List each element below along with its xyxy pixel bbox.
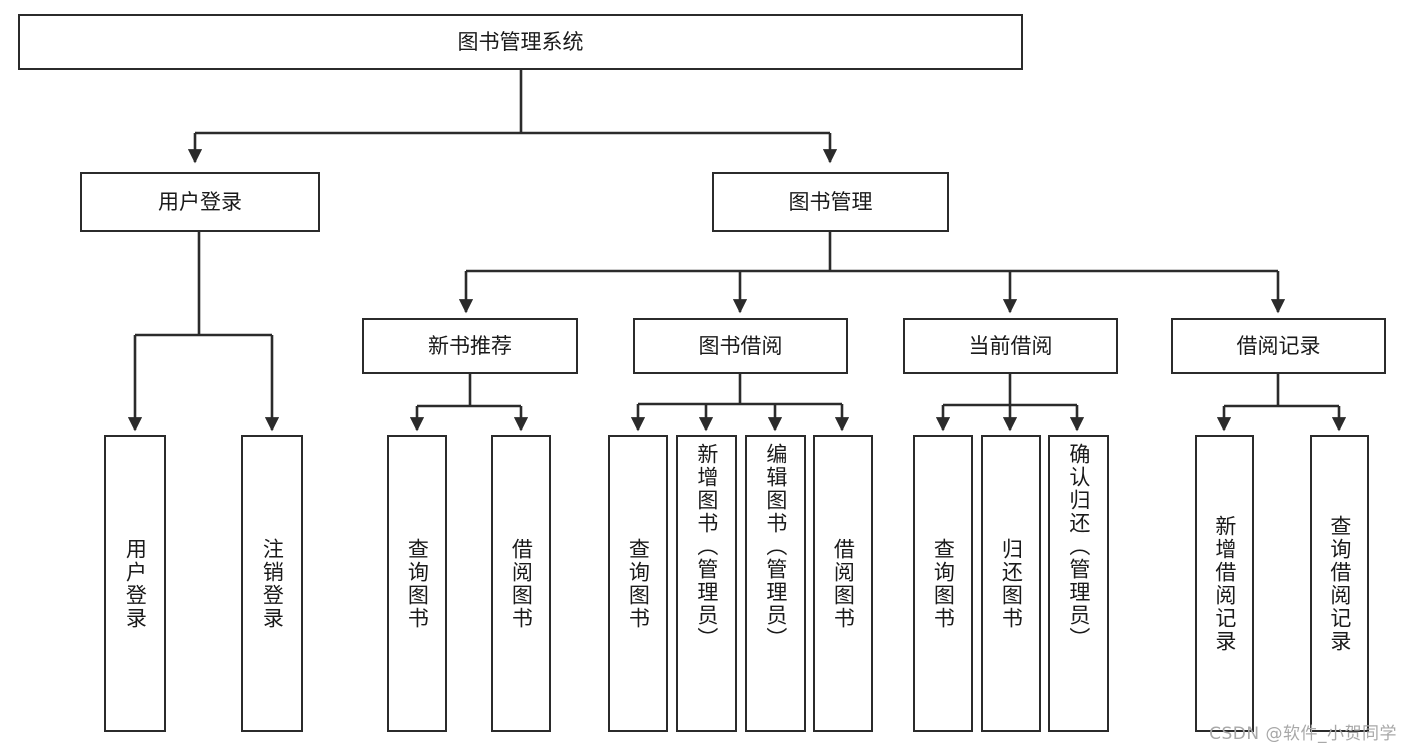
leaf-borrow-book-2-label: 借阅图书 bbox=[831, 537, 856, 630]
node-book-borrow[interactable]: 图书借阅 bbox=[633, 318, 848, 374]
node-borrow-record-label: 借阅记录 bbox=[1236, 333, 1321, 358]
leaf-query-book-3-label: 查询图书 bbox=[931, 537, 956, 630]
leaf-logout-login-label: 注销登录 bbox=[260, 537, 285, 630]
leaf-query-record[interactable]: 查询借阅记录 bbox=[1310, 435, 1369, 732]
leaf-user-login[interactable]: 用户登录 bbox=[104, 435, 166, 732]
leaf-edit-book[interactable]: 编辑图书（管理员） bbox=[745, 435, 806, 732]
leaf-confirm-return[interactable]: 确认归还（管理员） bbox=[1048, 435, 1109, 732]
leaf-query-book-1[interactable]: 查询图书 bbox=[387, 435, 447, 732]
node-book-manage-label: 图书管理 bbox=[788, 189, 873, 214]
node-new-book-recommend[interactable]: 新书推荐 bbox=[362, 318, 578, 374]
node-book-manage[interactable]: 图书管理 bbox=[712, 172, 949, 232]
leaf-query-book-2[interactable]: 查询图书 bbox=[608, 435, 668, 732]
leaf-logout-login[interactable]: 注销登录 bbox=[241, 435, 303, 732]
leaf-user-login-label: 用户登录 bbox=[123, 537, 148, 630]
leaf-borrow-book-2[interactable]: 借阅图书 bbox=[813, 435, 873, 732]
leaf-query-record-label: 查询借阅记录 bbox=[1327, 514, 1352, 653]
leaf-add-book-label: 新增图书（管理员） bbox=[694, 443, 719, 650]
leaf-confirm-return-label: 确认归还（管理员） bbox=[1066, 443, 1091, 650]
leaf-add-record[interactable]: 新增借阅记录 bbox=[1195, 435, 1254, 732]
leaf-borrow-book-1-label: 借阅图书 bbox=[509, 537, 534, 630]
node-root[interactable]: 图书管理系统 bbox=[18, 14, 1023, 70]
node-user-login[interactable]: 用户登录 bbox=[80, 172, 320, 232]
leaf-query-book-1-label: 查询图书 bbox=[405, 537, 430, 630]
node-book-borrow-label: 图书借阅 bbox=[698, 333, 783, 358]
leaf-borrow-book-1[interactable]: 借阅图书 bbox=[491, 435, 551, 732]
node-user-login-label: 用户登录 bbox=[158, 189, 242, 214]
node-new-book-recommend-label: 新书推荐 bbox=[428, 333, 512, 358]
node-current-borrow-label: 当前借阅 bbox=[968, 333, 1053, 358]
watermark: CSDN @软件_小贺同学 bbox=[1209, 724, 1397, 744]
node-borrow-record[interactable]: 借阅记录 bbox=[1171, 318, 1386, 374]
leaf-add-record-label: 新增借阅记录 bbox=[1212, 514, 1237, 653]
leaf-query-book-2-label: 查询图书 bbox=[626, 537, 651, 630]
leaf-return-book-label: 归还图书 bbox=[999, 537, 1024, 630]
leaf-return-book[interactable]: 归还图书 bbox=[981, 435, 1041, 732]
leaf-query-book-3[interactable]: 查询图书 bbox=[913, 435, 973, 732]
leaf-add-book[interactable]: 新增图书（管理员） bbox=[676, 435, 737, 732]
node-current-borrow[interactable]: 当前借阅 bbox=[903, 318, 1118, 374]
leaf-edit-book-label: 编辑图书（管理员） bbox=[763, 443, 788, 650]
node-root-label: 图书管理系统 bbox=[457, 29, 584, 54]
